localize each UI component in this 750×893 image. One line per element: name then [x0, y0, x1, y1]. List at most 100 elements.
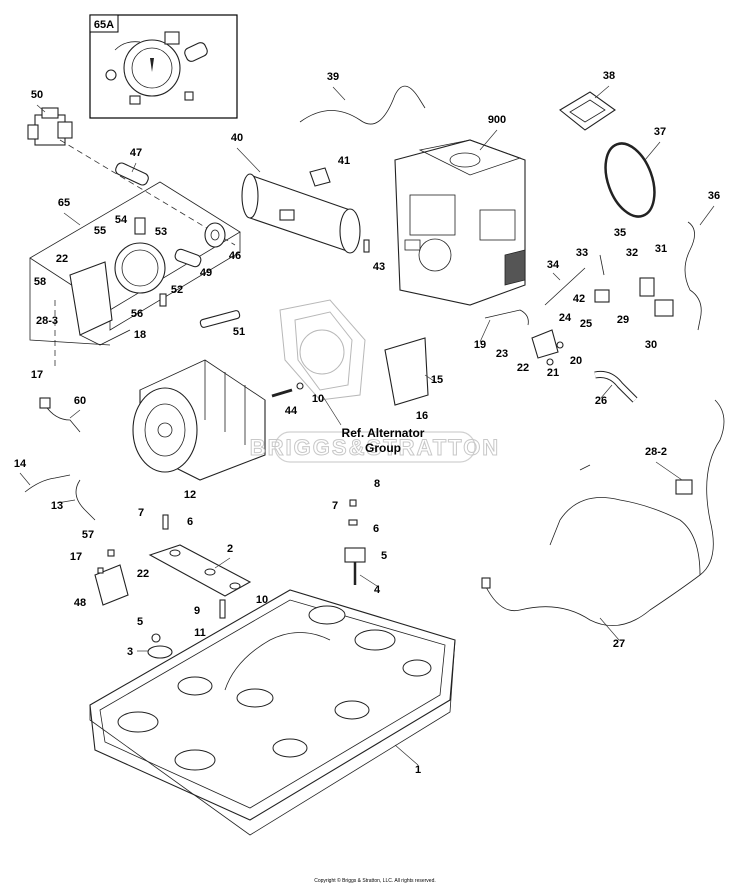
callout-c18: 18 [134, 329, 146, 341]
wire-harness-27 [481, 399, 725, 626]
callout-c1: 1 [415, 764, 421, 776]
callout-c65A: 65A [94, 19, 114, 31]
assembly-axis-line [59, 139, 236, 246]
callout-c25: 25 [580, 318, 592, 330]
wire-13 [75, 479, 96, 521]
callout-c33: 33 [576, 247, 588, 259]
callout-c12: 12 [184, 489, 196, 501]
callout-c41: 41 [338, 155, 350, 167]
callout-c900: 900 [488, 114, 506, 126]
bolt-12 [162, 514, 169, 530]
callout-c20: 20 [570, 355, 582, 367]
wire-harness-39 [299, 85, 426, 125]
base-frame-1 [89, 589, 456, 836]
callout-c19: 19 [474, 339, 486, 351]
callout-c57: 57 [82, 529, 94, 541]
callout-c6a: 6 [187, 516, 193, 528]
hose-51 [199, 310, 241, 328]
callout-c26: 26 [595, 395, 607, 407]
callout-c4: 4 [374, 584, 381, 596]
regulator-box-65 [29, 181, 241, 346]
callout-c42: 42 [573, 293, 585, 305]
callout-c35: 35 [614, 227, 626, 239]
callout-c17a: 17 [31, 369, 43, 381]
callout-c8: 8 [374, 478, 380, 490]
callout-c43: 43 [373, 261, 385, 273]
bracket-23 [531, 329, 564, 366]
wire-36 [684, 221, 702, 331]
callout-c30: 30 [645, 339, 657, 351]
isolator-3 [147, 645, 173, 659]
callout-c58: 58 [34, 276, 46, 288]
callout-c10b: 10 [256, 594, 268, 606]
callout-c50: 50 [31, 89, 43, 101]
callout-c38: 38 [603, 70, 615, 82]
ref-alternator-housing [279, 299, 366, 401]
connector-60 [44, 404, 81, 433]
callout-c40: 40 [231, 132, 243, 144]
engine-900 [394, 139, 526, 306]
callout-c52: 52 [171, 284, 183, 296]
callout-c37: 37 [654, 126, 666, 138]
callout-c49: 49 [200, 267, 212, 279]
callout-c34: 34 [547, 259, 560, 271]
callout-c28-3: 28-3 [36, 315, 58, 327]
callout-c5a: 5 [137, 616, 143, 628]
copyright-notice: Copyright © Briggs & Stratton, LLC. All … [314, 878, 436, 884]
callout-c23: 23 [496, 348, 508, 360]
bolt-44 [271, 388, 293, 398]
callout-c24: 24 [559, 312, 572, 324]
callout-c22a: 22 [56, 253, 68, 265]
callout-c44: 44 [285, 405, 298, 417]
wire-14 [24, 474, 71, 493]
callout-c14: 14 [14, 458, 27, 470]
bracket-48 [94, 549, 129, 606]
callout-c22b: 22 [517, 362, 529, 374]
leader-lines [19, 85, 715, 766]
cable-19 [484, 309, 529, 326]
belt-37 [604, 142, 656, 218]
callout-c47: 47 [130, 147, 142, 159]
ref-label-line2: Group [365, 441, 401, 455]
alternator-stator [132, 359, 266, 481]
callout-c53: 53 [155, 226, 167, 238]
callout-c17b: 17 [70, 551, 82, 563]
callout-c9: 9 [194, 605, 200, 617]
air-inlet-38 [559, 91, 616, 131]
callout-c10a: 10 [312, 393, 324, 405]
callout-c22c: 22 [137, 568, 149, 580]
brand-watermark: BRIGGS&STRATTON [249, 431, 499, 463]
bolt-43 [363, 239, 370, 253]
callout-c5b: 5 [381, 550, 387, 562]
inset-65a [89, 14, 238, 119]
callout-c32: 32 [626, 247, 638, 259]
callout-c13: 13 [51, 500, 63, 512]
ref-label-line1: Ref. Alternator [342, 426, 425, 440]
gas-valve-50 [27, 107, 73, 146]
callout-c65: 65 [58, 197, 70, 209]
callout-c11: 11 [194, 627, 206, 639]
bolt-11 [219, 599, 226, 619]
callout-c56: 56 [131, 308, 143, 320]
callout-c39: 39 [327, 71, 339, 83]
callout-labels: 1234556677891010111213141516171718192021… [14, 19, 720, 776]
callout-c6b: 6 [373, 523, 379, 535]
callout-c15: 15 [431, 374, 443, 386]
callout-c28-2: 28-2 [645, 446, 667, 458]
callout-c7a: 7 [138, 507, 144, 519]
callout-c55: 55 [94, 225, 106, 237]
mount-bar-2 [148, 544, 252, 597]
callout-c60: 60 [74, 395, 86, 407]
cover-15 [384, 337, 429, 406]
small-parts-29-35 [544, 254, 674, 317]
muffler-40 [241, 167, 361, 254]
isolator-4 [344, 499, 366, 585]
callout-c48: 48 [74, 597, 86, 609]
callout-c36: 36 [708, 190, 720, 202]
callout-c2: 2 [227, 543, 233, 555]
callout-c51: 51 [233, 326, 245, 338]
callout-c7b: 7 [332, 500, 338, 512]
callout-c46: 46 [229, 250, 241, 262]
callout-c29: 29 [617, 314, 629, 326]
